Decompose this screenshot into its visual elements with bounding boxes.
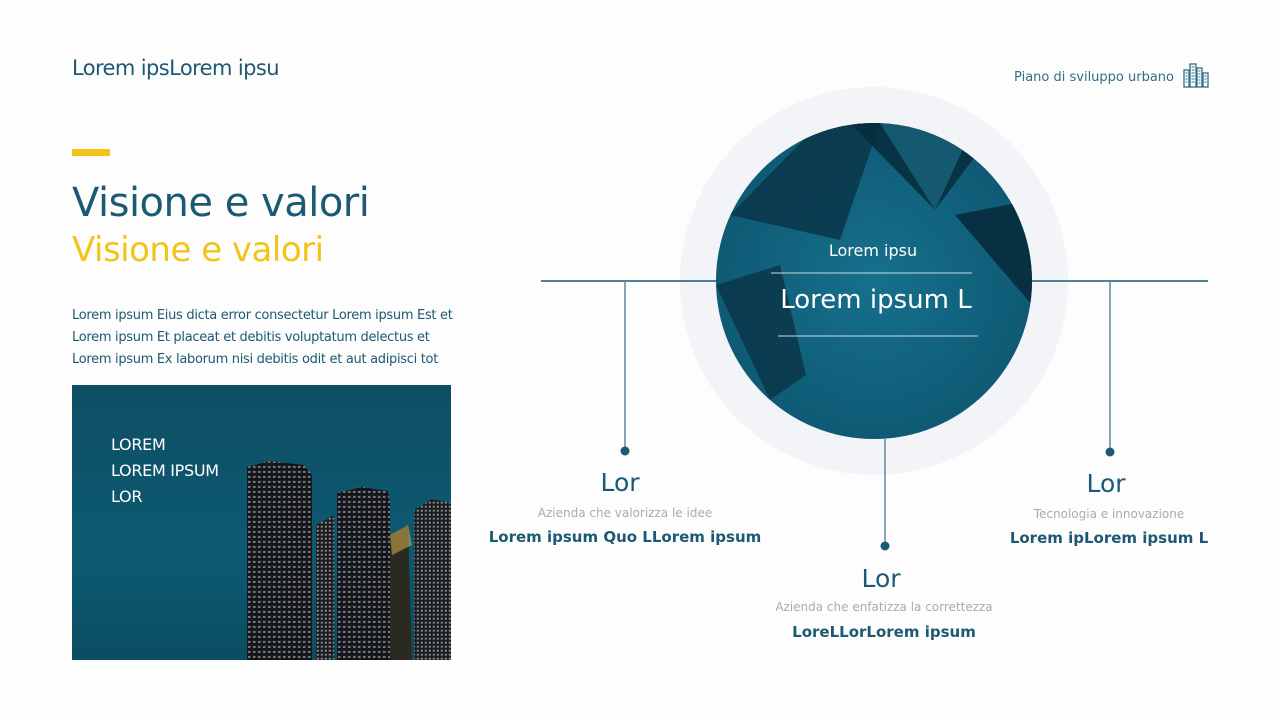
point-title: Lor <box>861 564 901 593</box>
point-title: Lor <box>600 468 640 497</box>
intro-paragraph: Lorem ipsum Eius dicta error consectetur… <box>72 308 453 367</box>
point-description: Azienda che enfatizza la correttezza <box>775 600 993 614</box>
page-title: Visione e valori <box>72 180 370 226</box>
photo-caption: LOREM LOREM IPSUM LOR <box>111 432 219 510</box>
header-title: Lorem ipsLorem ipsu <box>72 56 280 80</box>
page-title-secondary: Visione e valori <box>72 230 324 270</box>
skyscrapers-illustration <box>247 461 451 660</box>
connector-dot-right <box>1105 447 1115 457</box>
circle-main-label: Lorem ipsum L <box>780 285 972 315</box>
point-title: Lor <box>1086 469 1126 498</box>
city-buildings-icon <box>1183 63 1209 88</box>
connector-dot-left <box>620 446 630 456</box>
point-description: Azienda che valorizza le idee <box>537 506 713 520</box>
circle-top-label: Lorem ipsu <box>828 241 918 260</box>
point-highlight: LoreLLorLorem ipsum <box>792 623 976 641</box>
photo-caption-line: LOREM <box>111 435 166 454</box>
point-highlight: Lorem ipLorem ipsum L <box>1009 529 1209 547</box>
photo-caption-line: LOR <box>111 487 143 506</box>
header-subtitle: Piano di sviluppo urbano <box>1014 70 1174 85</box>
circle-photo <box>716 123 1032 439</box>
accent-bar <box>72 149 110 156</box>
photo-caption-line: LOREM IPSUM <box>111 461 219 480</box>
city-photo: LOREM LOREM IPSUM LOR <box>72 385 451 660</box>
connector-dot-bottom <box>880 541 890 551</box>
point-description: Tecnologia e innovazione <box>1033 507 1185 521</box>
point-highlight: Lorem ipsum Quo LLorem ipsum <box>488 528 762 546</box>
